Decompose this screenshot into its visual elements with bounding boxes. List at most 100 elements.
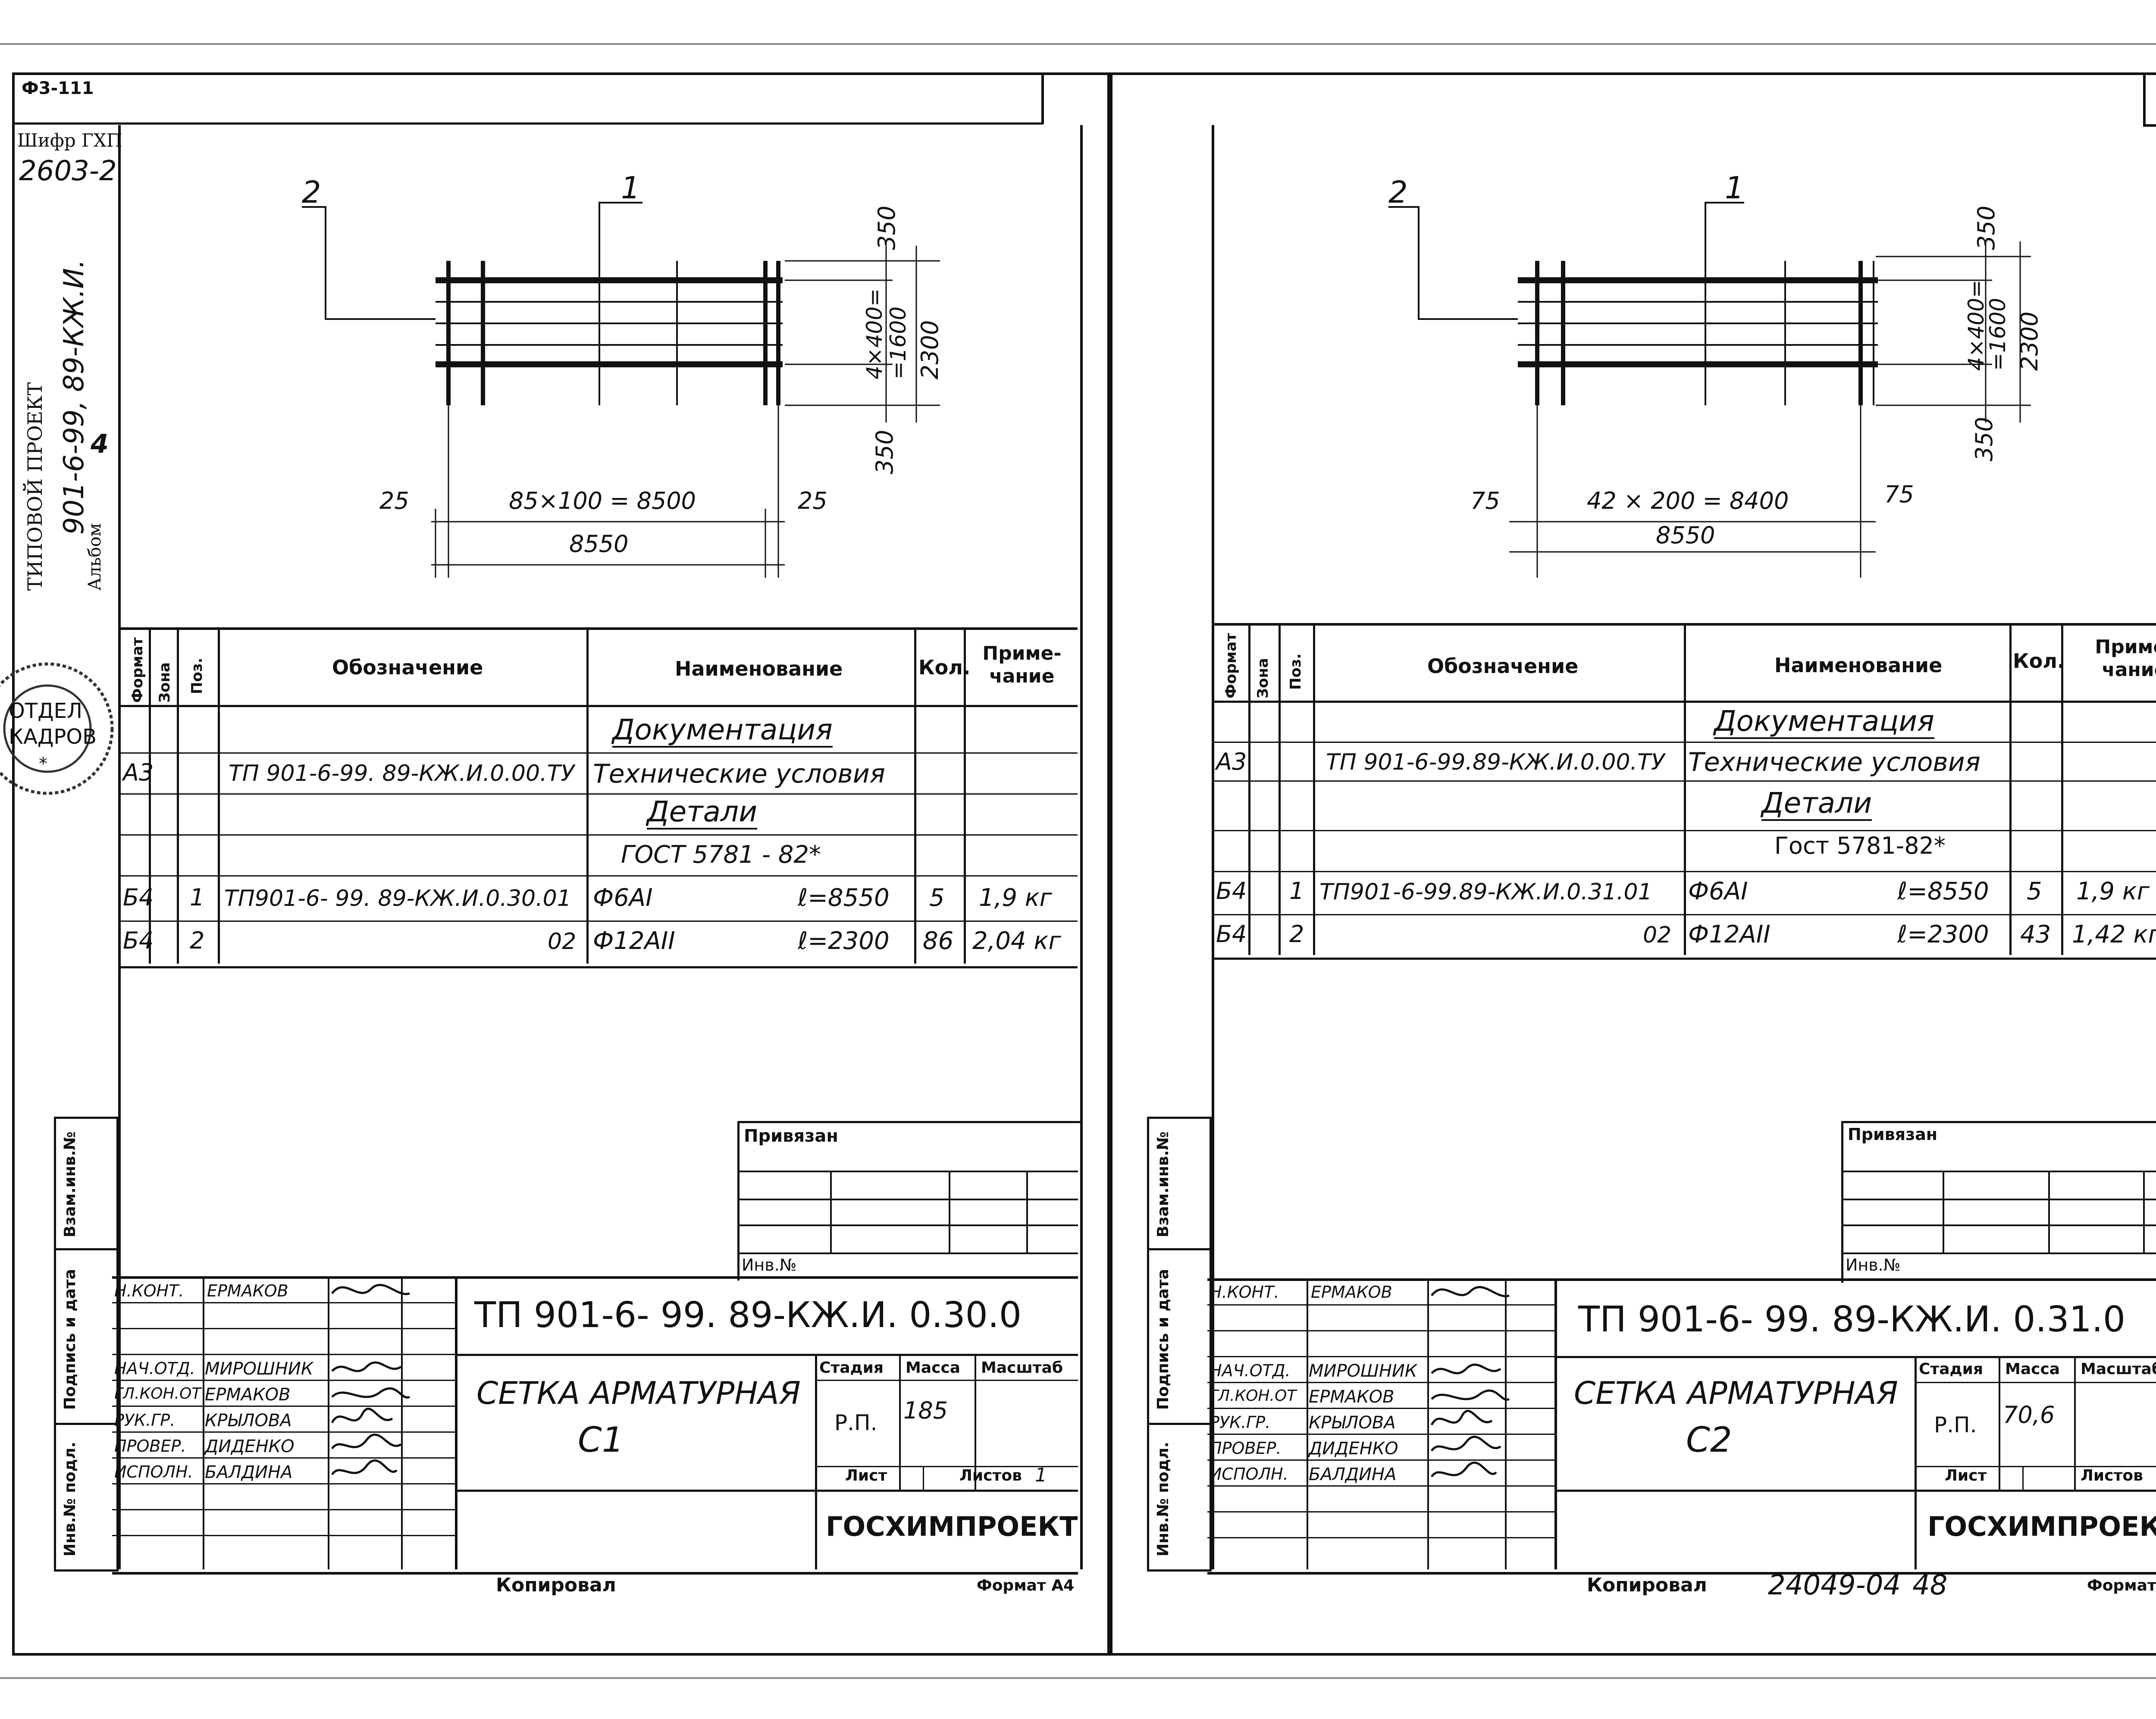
scale-label: Масштаб bbox=[2081, 1360, 2156, 1378]
col-header-pos: Поз. bbox=[1287, 653, 1304, 690]
sheets-label: Листов bbox=[2081, 1467, 2143, 1484]
col-header-note: Приме- чание bbox=[2095, 636, 2156, 681]
stage-label: Стадия bbox=[1919, 1360, 1983, 1378]
privyazan-label: Привязан bbox=[1848, 1125, 1938, 1144]
format-label: Формат А4 bbox=[977, 1577, 1075, 1594]
signer-role: Н.КОНТ. bbox=[1210, 1283, 1279, 1302]
organization: ГОСХИМПРОЕКТ bbox=[1927, 1511, 2156, 1542]
signer-role: ИСПОЛН. bbox=[114, 1462, 193, 1481]
inv-no-label: Инв.№ bbox=[1846, 1256, 1901, 1274]
privyazan-label: Привязан bbox=[744, 1126, 839, 1146]
side-cell-signature-date: Подпись и дата bbox=[1154, 1269, 1172, 1410]
dim-left: 25 bbox=[379, 487, 409, 514]
signer-role: ПРОВЕР. bbox=[114, 1437, 186, 1456]
row-name: Ф6АI bbox=[1688, 877, 1748, 905]
signer-name: КРЫЛОВА bbox=[1309, 1413, 1396, 1433]
side-cell-replace-inv: Взам.инв.№ bbox=[1154, 1131, 1172, 1237]
right-sheet: 47 2 1 bbox=[1108, 0, 2156, 1719]
row-name: Технические условия bbox=[1688, 747, 1981, 777]
dim-span: 42 × 200 = 8400 bbox=[1587, 487, 1789, 514]
signer-name: КРЫЛОВА bbox=[205, 1411, 292, 1431]
sheet-outer-border bbox=[12, 72, 1112, 1656]
department-stamp: ОТДЕЛ КАДРОВ * bbox=[0, 662, 114, 795]
signer-role: Н.КОНТ. bbox=[114, 1281, 184, 1300]
signer-name: МИРОШНИК bbox=[205, 1359, 313, 1379]
mass-value: 185 bbox=[903, 1397, 948, 1424]
dim-bottom: 350 bbox=[871, 430, 898, 474]
privyazan-box bbox=[1841, 1121, 2156, 1283]
dim-top: 350 bbox=[1973, 206, 2000, 250]
row-name: Ф6АI bbox=[593, 884, 653, 912]
side-title: ТИПОВОЙ ПРОЕКТ bbox=[23, 382, 47, 591]
sheet-label: Лист bbox=[1945, 1467, 1987, 1484]
doc-code: ТП 901-6- 99. 89-КЖ.И. 0.30.0 bbox=[474, 1295, 1022, 1336]
row-format: Б4 bbox=[1216, 921, 1247, 948]
signer-role: НАЧ.ОТД. bbox=[1210, 1361, 1291, 1380]
row-section-docs: Документация bbox=[1714, 707, 1934, 739]
signer-role: ГЛ.КОН.ОТ bbox=[114, 1385, 201, 1403]
drawing-label-2: 2 bbox=[302, 175, 321, 210]
stage-value: Р.П. bbox=[834, 1410, 877, 1435]
doc-code: ТП 901-6- 99. 89-КЖ.И. 0.31.0 bbox=[1578, 1299, 2126, 1340]
left-spec-table bbox=[121, 627, 1078, 968]
mass-label: Масса bbox=[2005, 1360, 2060, 1378]
col-header-format: Формат bbox=[1222, 633, 1240, 698]
dim-total: 2300 bbox=[2016, 312, 2043, 371]
sheet-outer-border-right bbox=[1107, 72, 2156, 1656]
sheets-count: 1 bbox=[1035, 1464, 1047, 1486]
left-title-block bbox=[112, 1276, 1078, 1575]
row-length: ℓ=8550 bbox=[1897, 877, 1989, 905]
cipher-value: 2603-2 bbox=[19, 155, 117, 187]
footer-page: 48 bbox=[1912, 1569, 1948, 1601]
col-header-pos: Поз. bbox=[188, 658, 206, 695]
row-format: Б4 bbox=[1216, 877, 1247, 905]
row-qty: 5 bbox=[929, 884, 945, 912]
row-qty: 86 bbox=[923, 927, 954, 955]
stage-label: Стадия bbox=[819, 1359, 884, 1377]
signer-role: РУК.ГР. bbox=[114, 1411, 175, 1430]
signer-name: ЕРМАКОВ bbox=[205, 1385, 291, 1405]
row-format: Б4 bbox=[123, 927, 154, 954]
copied-label: Копировал bbox=[1587, 1574, 1707, 1596]
dim-total: 2300 bbox=[916, 320, 943, 379]
row-note: 1,9 кг bbox=[979, 884, 1053, 912]
scale-label: Масштаб bbox=[981, 1359, 1063, 1377]
row-note: 2,04 кг bbox=[972, 927, 1061, 955]
stage-value: Р.П. bbox=[1934, 1412, 1977, 1437]
sheet-label: Лист bbox=[845, 1467, 887, 1484]
sheet-title-sub: С1 bbox=[578, 1420, 624, 1460]
row-pos: 2 bbox=[1289, 921, 1304, 948]
row-length: ℓ=2300 bbox=[798, 927, 890, 955]
dim-top: 350 bbox=[873, 206, 900, 250]
row-qty: 5 bbox=[2027, 877, 2042, 905]
dim-span: 85×100 = 8500 bbox=[509, 487, 696, 514]
format-label: Формат А4 bbox=[2087, 1577, 2156, 1594]
left-rebar-drawing: 2 1 350 4×400= =1600 2300 350 25 85×100 … bbox=[302, 170, 943, 578]
inv-no-label: Инв.№ bbox=[742, 1256, 797, 1274]
row-designation: 02 bbox=[1643, 922, 1672, 948]
drawing-label-1: 1 bbox=[1725, 170, 1744, 206]
svg-text:*: * bbox=[39, 754, 47, 774]
row-name: Технические условия bbox=[593, 759, 885, 789]
page-number-box bbox=[2143, 72, 2156, 127]
col-header-note: Приме- чание bbox=[982, 642, 1062, 687]
organization: ГОСХИМПРОЕКТ bbox=[826, 1511, 1078, 1542]
dim-right: 75 bbox=[1884, 481, 1914, 508]
row-designation: ТП 901-6-99.89-КЖ.И.0.00.ТУ bbox=[1326, 749, 1665, 775]
sheet-title: СЕТКА АРМАТУРНАЯ bbox=[1574, 1375, 1898, 1411]
col-header-name: Наименование bbox=[1774, 654, 1943, 677]
dim-mid2: =1600 bbox=[886, 307, 911, 379]
signer-role: ГЛ.КОН.ОТ bbox=[1210, 1387, 1297, 1405]
signer-name: ДИДЕНКО bbox=[1309, 1439, 1398, 1459]
footer-number: 24049-04 bbox=[1768, 1569, 1901, 1601]
side-album-no: 4 bbox=[91, 429, 109, 459]
dim-total-len: 8550 bbox=[569, 530, 628, 557]
dim-right: 25 bbox=[798, 487, 827, 514]
sheet-title: СЕТКА АРМАТУРНАЯ bbox=[476, 1375, 801, 1411]
dim-left: 75 bbox=[1470, 487, 1500, 514]
left-corner-strip bbox=[15, 75, 1043, 125]
signer-name: ЕРМАКОВ bbox=[1309, 1387, 1395, 1407]
left-side-strip bbox=[54, 1117, 119, 1572]
side-cell-inv-orig: Инв.№ подл. bbox=[1154, 1441, 1172, 1556]
row-note: 1,42 кг bbox=[2072, 921, 2156, 949]
